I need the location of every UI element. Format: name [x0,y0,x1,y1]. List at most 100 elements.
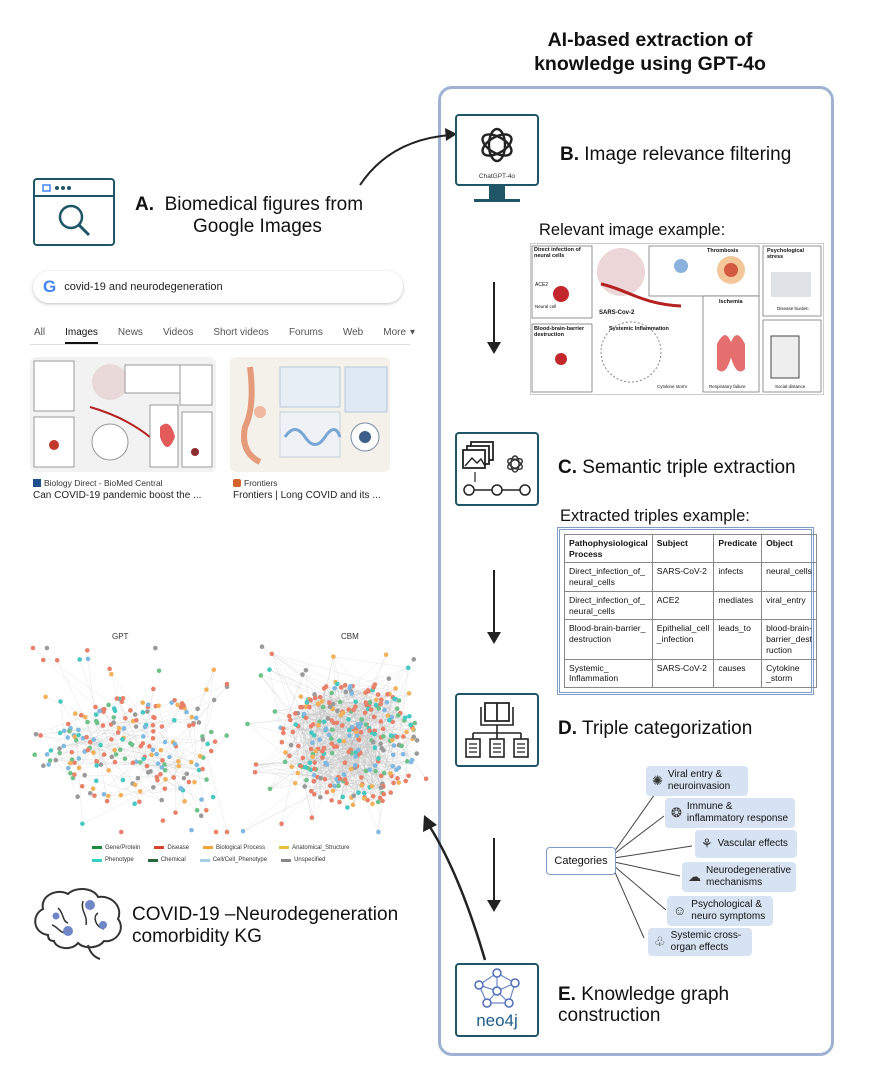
tab-videos[interactable]: Videos [162,327,194,338]
graph-node [154,774,160,780]
graph-node [175,702,180,708]
graph-node [72,760,77,766]
graph-node [73,737,79,743]
graph-node [162,768,168,773]
result-image-1[interactable] [30,357,216,472]
graph-edge [351,693,384,786]
graph-node [87,790,93,796]
graph-node [194,762,200,768]
graph-edge [256,754,359,765]
graph-edge [49,706,156,761]
graph-edge [298,688,335,746]
graph-edge [333,656,409,668]
graph-node [343,689,349,695]
graph-edge [152,711,187,739]
graph-node [327,783,333,788]
triples-table: Pathophysiological Process Subject Predi… [564,533,817,689]
graph-edge [313,690,369,782]
brain-virus-icon [34,888,122,960]
legend-label: Disease [167,844,190,851]
graph-edge [261,646,301,708]
arrow-d-to-e [487,838,501,912]
section-a-letter: A. [135,194,154,215]
graph-node [123,716,128,721]
graph-node [173,810,178,815]
graph-node [377,795,383,801]
graph-node [300,755,306,761]
graph-edge [47,746,150,755]
graph-node [410,726,416,732]
graph-edge [48,683,228,765]
graph-node [405,665,411,671]
arrow-c-to-d [487,570,501,644]
graph-edge [342,712,407,733]
section-a-title-line2: Google Images [193,215,322,237]
graph-node [82,772,87,778]
graph-node [184,709,189,715]
graph-node [349,724,355,730]
legend-label: Phenotype [105,857,134,863]
graph-node [208,729,214,735]
graph-edge [326,686,393,698]
graph-node [162,762,167,767]
graph-node [128,708,133,713]
tab-forums[interactable]: Forums [288,327,323,338]
graph-edge [255,725,343,773]
graph-node [76,765,82,771]
graph-node [58,699,63,704]
tab-images[interactable]: Images [65,327,98,344]
result-2-title[interactable]: Frontiers | Long COVID and its ... [233,490,381,501]
graph-node [302,784,308,789]
tab-more[interactable]: More [383,327,407,338]
section-e-title-line2: construction [558,1004,661,1026]
google-search-bar[interactable]: G covid-19 and neurodegeneration [33,271,403,303]
graph-node [196,720,202,725]
graph-node [342,760,348,766]
graph-node [32,752,37,758]
graph-edge [269,717,307,789]
graph-node [376,706,382,711]
cell: ACE2 [651,590,715,621]
graph-node [111,706,117,711]
graph-node [47,758,53,763]
graph-edge [242,754,394,832]
graph-node [329,727,335,732]
graph-edge [369,720,405,788]
heading-line1: AI-based extraction of [547,29,753,51]
graph-node [282,759,288,765]
tab-all[interactable]: All [34,327,46,338]
category-systemic: ♧Systemic cross-organ effects [648,928,752,956]
graph-node [320,755,325,760]
graph-node [153,645,158,651]
graph-node [240,828,246,834]
graph-edge [283,732,298,774]
legend-item: Gene/Protein [92,843,140,853]
tab-news[interactable]: News [117,327,143,338]
result-1-title[interactable]: Can COVID-19 pandemic boost the ... [33,490,202,501]
graph-edge [322,751,345,775]
graph-node [48,748,54,753]
graph-node [41,763,46,769]
graph-edge [71,699,215,760]
graph-node [387,717,392,723]
graph-node [372,745,378,751]
result-image-2[interactable] [230,357,390,472]
tab-short-videos[interactable]: Short videos [213,327,269,338]
graph-node [308,723,314,729]
graph-edge [331,731,357,744]
legend-label: Anatomical_Structure [292,844,350,851]
graph-node [317,719,322,725]
graph-node [290,729,296,735]
graph-edge [63,742,91,747]
graph-edge [343,702,371,782]
graph-node [293,711,298,716]
graph-node [342,682,348,688]
legend-item: Anatomical_Structure [279,843,349,853]
graph-node [144,763,150,769]
graph-node [322,776,328,782]
graph-node [106,768,111,773]
graph-node [122,756,128,761]
tab-web[interactable]: Web [342,327,364,338]
graph-edge [374,715,388,718]
graph-node [43,694,48,700]
